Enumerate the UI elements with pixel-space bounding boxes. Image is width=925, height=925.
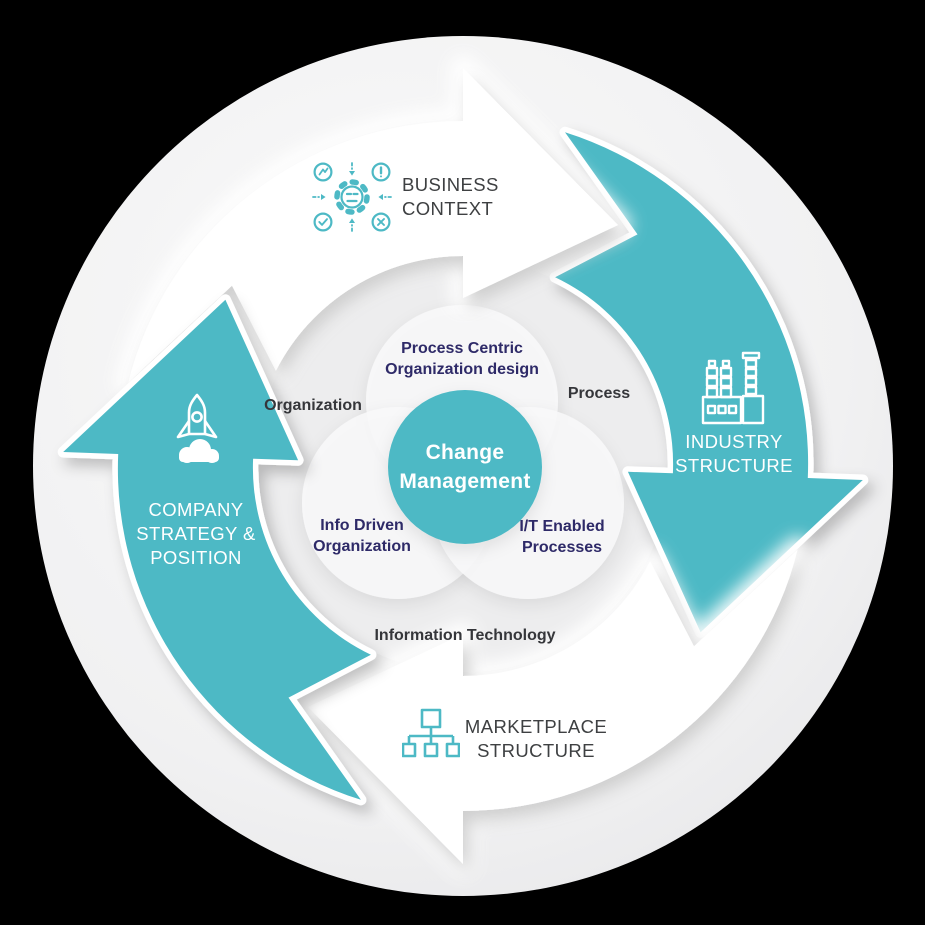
org-chart-icon — [402, 708, 460, 764]
info-driven-organization-label: Info Driven Organization — [313, 517, 411, 555]
factory-icon — [701, 351, 765, 425]
change-management-circle — [388, 390, 542, 544]
information-technology-label: Information Technology — [374, 627, 556, 644]
arrow-industry — [555, 132, 863, 633]
gear-network-icon — [310, 159, 394, 235]
it-enabled-processes-label: I/T Enabled Processes — [519, 518, 605, 556]
company-strategy-position-label: COMPANY STRATEGY & POSITION — [136, 499, 256, 568]
process-centric-organization-design-label: Process Centric Organization design — [385, 340, 539, 378]
arrow-marketplace — [308, 549, 798, 864]
marketplace-structure-label: MARKETPLACE STRUCTURE — [464, 716, 608, 761]
industry-structure-label: INDUSTRY STRUCTURE — [675, 431, 793, 476]
change-management-label: Change Management — [399, 441, 531, 493]
rocket-icon — [154, 392, 240, 472]
process-label: Process — [567, 385, 631, 402]
arrow-company — [63, 299, 371, 800]
organization-label: Organization — [264, 397, 362, 414]
business-context-label: BUSINESS CONTEXT — [402, 174, 499, 219]
